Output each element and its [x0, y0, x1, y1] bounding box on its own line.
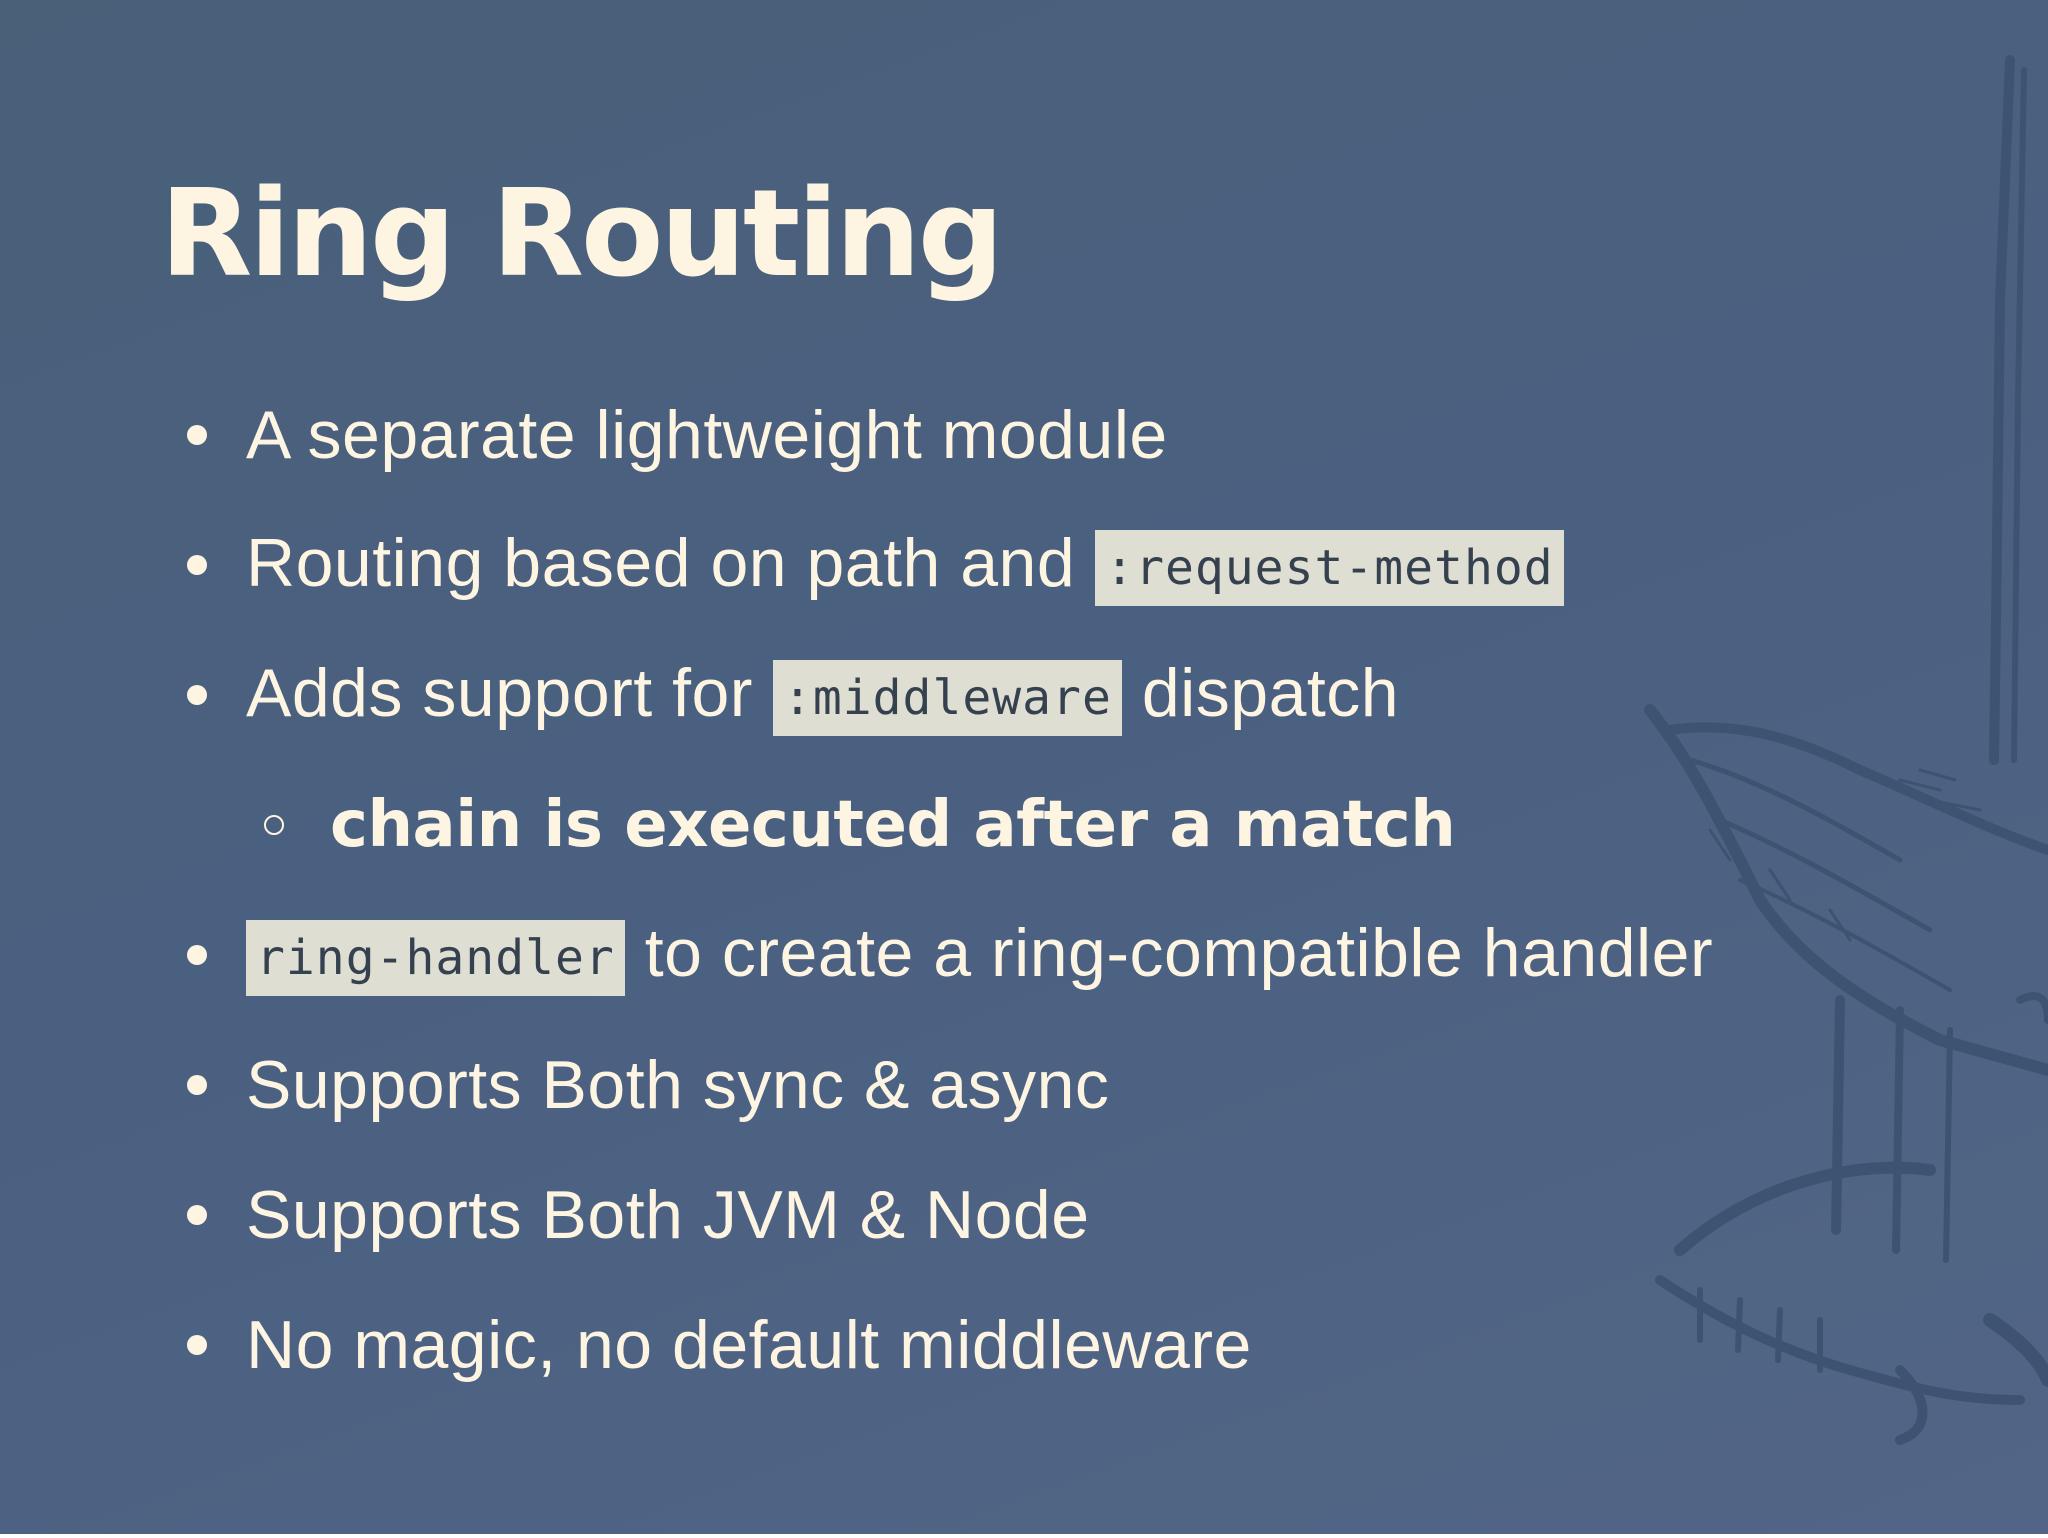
- bullet-item: Supports Both JVM & Node: [180, 1150, 1713, 1280]
- inline-code: ring-handler: [246, 920, 625, 997]
- bullet-text-before: Routing based on path and: [246, 524, 1076, 601]
- bullet-dot-icon: [187, 1335, 207, 1355]
- bullet-item: Routing based on path and:request-method: [180, 500, 1713, 630]
- bullet-item: Supports Both sync & async: [180, 1020, 1713, 1150]
- bullet-ring-icon: [264, 815, 284, 835]
- slide-title: Ring Routing: [160, 165, 1004, 304]
- inline-code: :middleware: [772, 660, 1122, 737]
- ship-sketch-icon: [1644, 55, 2048, 1445]
- bullet-dot-icon: [187, 685, 207, 705]
- bullet-text: Supports Both JVM & Node: [246, 1177, 1090, 1253]
- bullet-text-before: Adds support for: [246, 654, 753, 731]
- sub-bullet-item: chain is executed after a match: [180, 760, 1713, 890]
- bullet-text: Routing based on path and:request-method: [246, 524, 1564, 607]
- bullet-text: A separate lightweight module: [246, 397, 1168, 473]
- bullet-dot-icon: [187, 425, 207, 445]
- bullet-list: A separate lightweight module Routing ba…: [180, 370, 1713, 1410]
- bullet-text-after: to create a ring-compatible handler: [644, 914, 1714, 991]
- inline-code: :request-method: [1095, 530, 1564, 607]
- bullet-text: Supports Both sync & async: [246, 1047, 1110, 1123]
- bullet-dot-icon: [187, 555, 207, 575]
- sub-bullet-text: chain is executed after a match: [330, 788, 1456, 862]
- bullet-dot-icon: [187, 1205, 207, 1225]
- bullet-text: No magic, no default middleware: [246, 1307, 1252, 1383]
- bullet-item: No magic, no default middleware: [180, 1280, 1713, 1410]
- bullet-dot-icon: [187, 1075, 207, 1095]
- bullet-item: A separate lightweight module: [180, 370, 1713, 500]
- bullet-dot-icon: [187, 945, 207, 965]
- bullet-text-after: dispatch: [1141, 654, 1400, 731]
